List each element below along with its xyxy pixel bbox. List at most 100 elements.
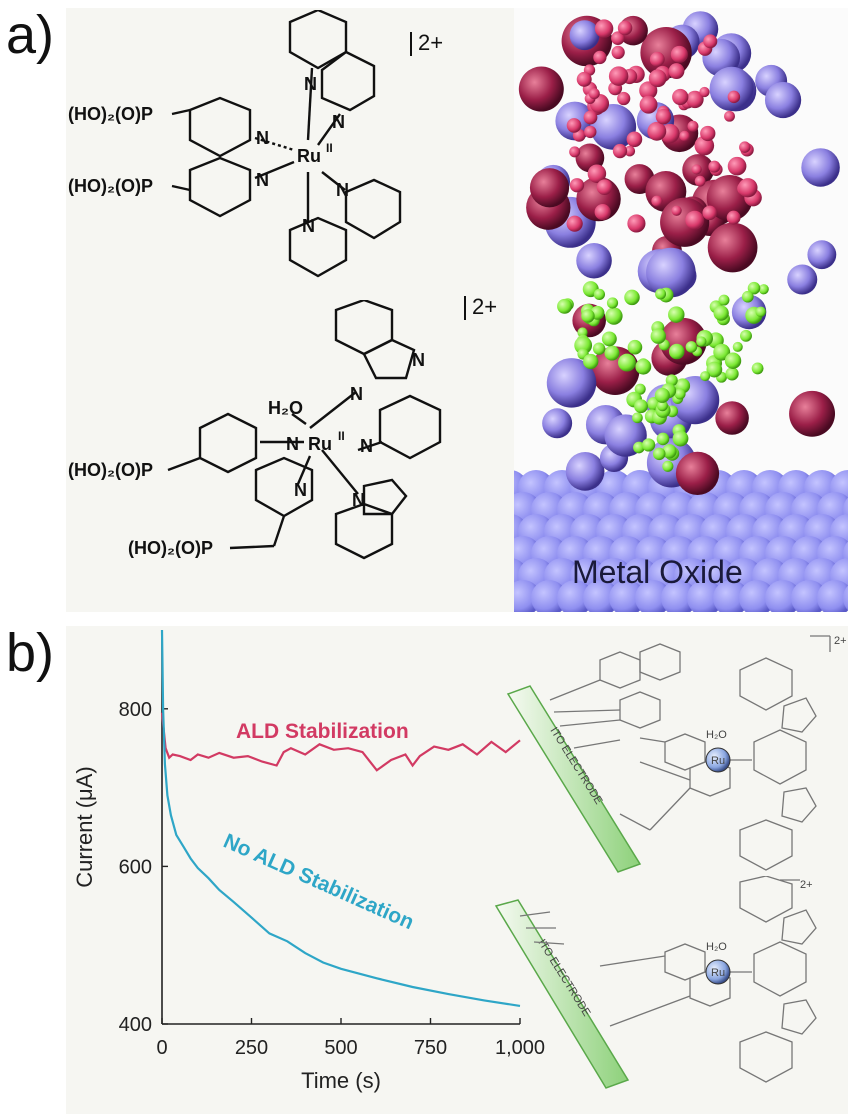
catalyst-atom (718, 294, 730, 306)
complex2-structure: H₂O (HO)₂(O)P (HO)₂(O)P Ru II N N N N N … (68, 300, 442, 560)
scheme-2-charge: 2+ (800, 879, 813, 891)
oxide-shell-sphere (518, 66, 564, 112)
complex1-n6: N (302, 216, 315, 236)
complex2-oxidation: II (338, 429, 345, 443)
oxide-shell-sphere (807, 240, 837, 270)
complex1-phosphonate-bottom: (HO)₂(O)P (68, 176, 153, 196)
oxide-shell-sphere (590, 103, 637, 150)
chromophore-atom (648, 69, 667, 88)
chromophore-atom (593, 50, 607, 65)
chromophore-atom (594, 203, 611, 221)
oxide-sphere (583, 580, 619, 612)
oxide-sphere (557, 580, 593, 612)
oxide-shell-sphere (565, 452, 605, 491)
oxide-shell-sphere (709, 66, 754, 112)
complex1-metal: Ru (297, 146, 321, 166)
chromophore-atom (594, 19, 614, 38)
ru-center-1 (705, 747, 731, 773)
chromophore-atom (617, 20, 633, 36)
catalyst-atom (657, 400, 668, 412)
complex2-phosphonate-bottom: (HO)₂(O)P (128, 538, 213, 558)
x-tick-label: 750 (414, 1037, 447, 1059)
chromophore-atom (576, 71, 592, 87)
oxide-shell-sphere (646, 247, 696, 298)
molecular-render (514, 8, 848, 612)
scheme-ald: ITO ELECTRODE Ru H₂O 2+ (506, 635, 847, 873)
chart-series (160, 629, 521, 1007)
complex2-n2: N (360, 436, 373, 456)
metal-oxide-label: Metal Oxide (572, 554, 743, 590)
chromophore-atom (587, 164, 607, 183)
catalyst-atom (605, 307, 623, 325)
catalyst-atom (577, 327, 588, 338)
chromophore-atom (687, 120, 699, 132)
oxide-shell-sphere (764, 81, 802, 119)
series-ald-line (160, 712, 521, 772)
oxide-sphere (661, 580, 697, 612)
catalyst-atom (755, 306, 766, 318)
ito-electrode-1 (506, 685, 642, 873)
x-tick-label: 1,000 (495, 1037, 545, 1059)
oxide-shell-sphere (801, 148, 840, 187)
complex1-phosphonate-top: (HO)₂(O)P (68, 104, 153, 124)
chromophore-atom (702, 205, 717, 221)
catalyst-atom (655, 288, 667, 300)
oxide-shell-sphere (542, 408, 573, 439)
y-tick-label: 400 (119, 1014, 152, 1036)
complex2-phosphonate-top: (HO)₂(O)P (68, 460, 153, 480)
complex2-n1: N (350, 384, 363, 404)
chromophore-atom (672, 88, 689, 106)
chromophore-atom (617, 91, 631, 106)
catalyst-atom (747, 281, 761, 295)
catalyst-atom (654, 387, 670, 403)
oxide-sphere (791, 580, 827, 612)
complex2-charge: 2+ (464, 294, 497, 321)
catalyst-atom (656, 432, 670, 446)
catalyst-atom (662, 444, 677, 459)
oxide-sphere (609, 580, 645, 612)
chromophore-atom (583, 110, 598, 125)
complex1-oxidation: II (326, 141, 333, 155)
chromophore-atom (647, 121, 667, 141)
chromophore-atom (699, 86, 710, 98)
oxide-shell-sphere (569, 20, 600, 51)
chromophore-atom (727, 90, 741, 104)
series-no-ald-line (160, 629, 521, 1007)
chromophore-atom (627, 214, 646, 233)
chromophore-atom (569, 178, 585, 193)
catalyst-atom (624, 289, 640, 306)
oxide-sphere (635, 580, 671, 612)
chromophore-atom (703, 34, 718, 49)
chromophore-atom (588, 88, 600, 100)
ru-center-2 (705, 959, 731, 985)
chromophore-atom (727, 156, 747, 176)
catalyst-atom (601, 331, 617, 347)
chromophore-atom (670, 45, 688, 63)
complex1-n1: N (304, 74, 317, 94)
chromophore-atom (639, 95, 658, 114)
catalyst-atom (751, 362, 764, 375)
catalyst-atom (632, 412, 643, 424)
complex1-n5: N (336, 180, 349, 200)
catalyst-atom (724, 352, 742, 369)
oxide-shell-sphere (707, 222, 758, 273)
catalyst-atom (617, 353, 636, 372)
catalyst-atom (672, 430, 689, 447)
chromophore-atom (655, 108, 672, 125)
catalyst-atom (674, 388, 686, 400)
catalyst-atom (574, 336, 593, 355)
catalyst-atom (668, 343, 685, 360)
y-tick-label: 600 (119, 856, 152, 878)
chromophore-atom (671, 205, 682, 216)
catalyst-atom (634, 383, 646, 395)
ru-center-1-label: Ru (711, 755, 725, 767)
complex2-n3: N (286, 434, 299, 454)
panel-a: a) (HO)₂(O)P (HO)₂(O)P Ru I (6, 5, 848, 612)
chromophore-atom (739, 141, 751, 153)
catalyst-atom (581, 309, 595, 323)
chromophore-atom (685, 210, 705, 230)
catalyst-atom (739, 329, 752, 342)
catalyst-atom (685, 341, 698, 353)
oxide-sphere (531, 580, 567, 612)
